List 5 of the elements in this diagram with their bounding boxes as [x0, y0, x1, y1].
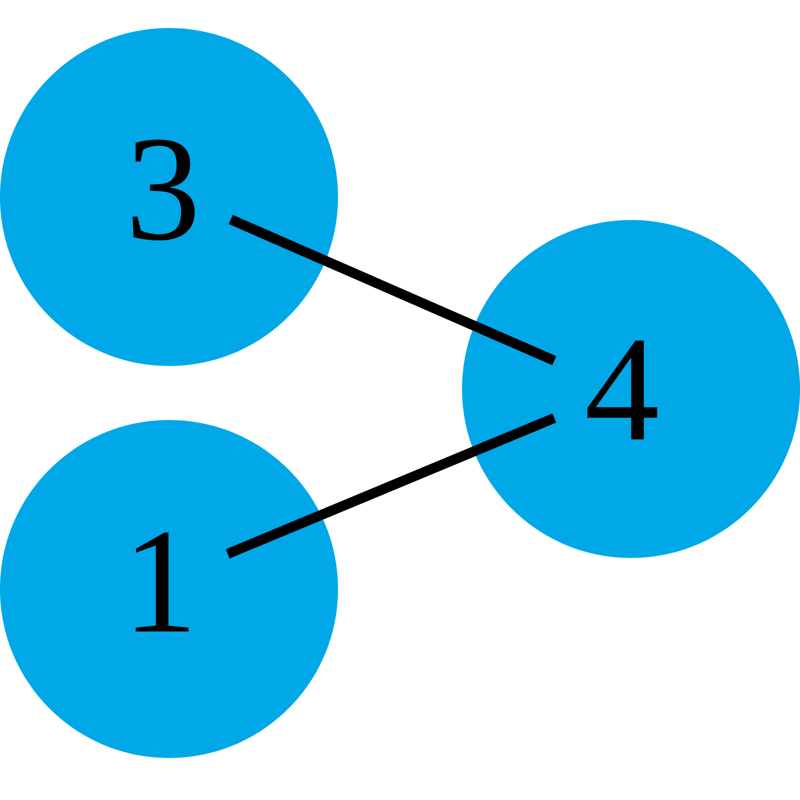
circle-node: 4 [462, 220, 800, 558]
circle-node: 3 [0, 28, 338, 366]
connector-line [228, 214, 556, 366]
circle-node: 1 [0, 420, 338, 758]
connector-line [226, 413, 556, 558]
